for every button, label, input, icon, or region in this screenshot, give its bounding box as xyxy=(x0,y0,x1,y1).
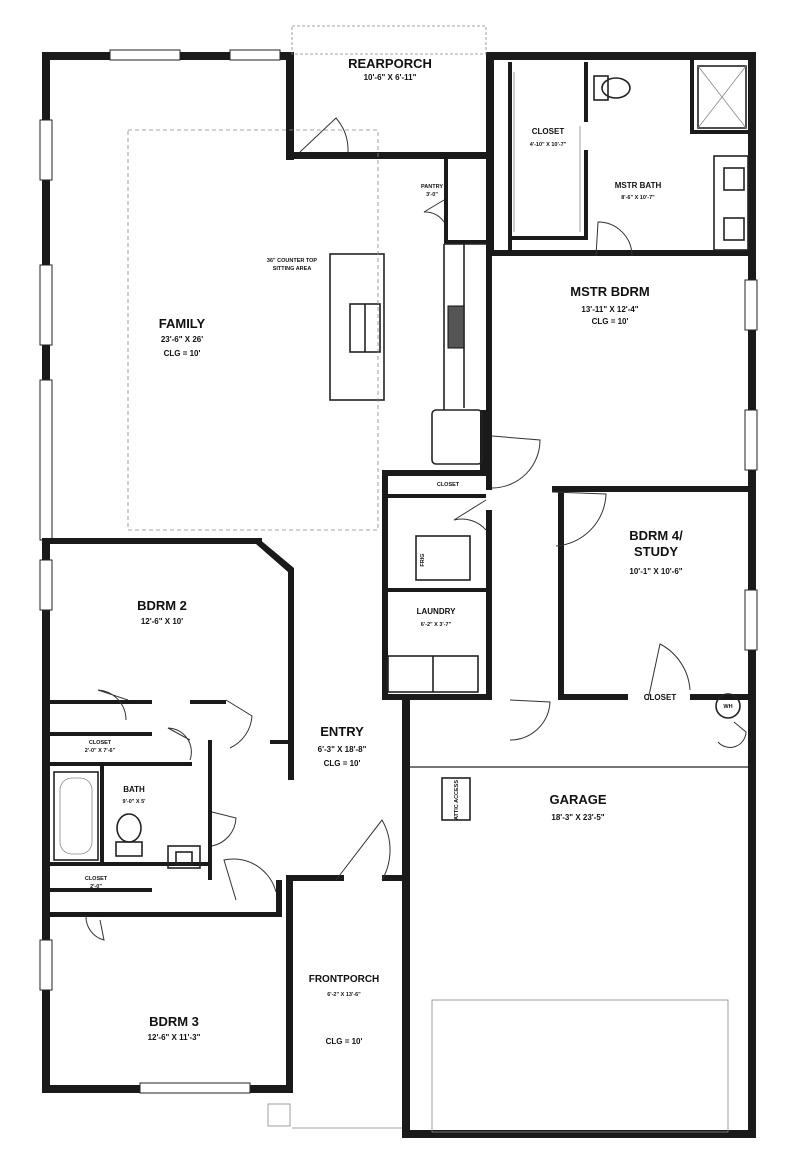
bedroom4-name-line2: STUDY xyxy=(634,544,678,559)
study-closet-name: CLOSET xyxy=(644,693,677,702)
laundry-name: LAUNDRY xyxy=(417,607,456,616)
fridge-label: FRIG xyxy=(420,553,426,566)
fixtures xyxy=(53,65,749,1133)
garage-size: 18'-3" X 23'-5" xyxy=(551,813,604,822)
bedroom3-closet-size: 2'-0" xyxy=(90,884,102,890)
master-bedroom-size: 13'-11" X 12'-4" xyxy=(581,305,638,314)
bedroom3-name: BDRM 3 xyxy=(149,1014,199,1029)
rear-porch-size: 10'-6" X 6'-11" xyxy=(364,73,417,82)
bedroom2-closet-size: 2'-0" X 7'-6" xyxy=(85,748,116,754)
garage-name: GARAGE xyxy=(549,792,606,807)
bedroom3-closet-name: CLOSET xyxy=(85,876,108,882)
bedroom2-size: 12'-6" X 10' xyxy=(141,617,183,626)
doors xyxy=(85,117,747,941)
rear-porch-name: REARPORCH xyxy=(348,56,432,71)
attic-access-label: ATTIC ACCESS xyxy=(454,780,460,820)
entry-clg: CLG = 10' xyxy=(324,759,361,768)
laundry-size: 6'-2" X 3'-7" xyxy=(421,622,452,628)
countertop-note-line2: SITTING AREA xyxy=(273,266,312,272)
master-closet-name: CLOSET xyxy=(532,127,565,136)
entry-size: 6'-3" X 18'-8" xyxy=(318,745,367,754)
front-porch-clg: CLG = 10' xyxy=(326,1037,363,1046)
master-bath-name: MSTR BATH xyxy=(615,181,662,190)
bedroom3-size: 12'-6" X 11'-3" xyxy=(148,1033,201,1042)
entry-name: ENTRY xyxy=(320,724,364,739)
exterior-walls xyxy=(42,52,756,1138)
family-name: FAMILY xyxy=(159,316,206,331)
bath-size: 9'-0" X 5' xyxy=(123,799,147,805)
master-closet-size: 4'-10" X 10'-7" xyxy=(530,142,567,148)
countertop-note-line1: 36" COUNTER TOP xyxy=(267,258,318,264)
hall-closet-name: CLOSET xyxy=(437,482,460,488)
interior-walls xyxy=(42,60,756,917)
family-clg: CLG = 10' xyxy=(164,349,201,358)
front-porch-name: FRONTPORCH xyxy=(309,974,380,985)
bedroom4-name-line1: BDRM 4/ xyxy=(629,528,683,543)
bedroom2-closet-name: CLOSET xyxy=(89,740,112,746)
pantry-size: 3'-0" xyxy=(426,192,438,198)
master-bath-size: 8'-6" X 10'-7" xyxy=(621,195,655,201)
master-bedroom-clg: CLG = 10' xyxy=(592,317,629,326)
room-labels: REARPORCH 10'-6" X 6'-11" CLOSET 4'-10" … xyxy=(85,56,733,1046)
bedroom4-size: 10'-1" X 10'-6" xyxy=(629,567,682,576)
bath-name: BATH xyxy=(123,785,145,794)
family-size: 23'-6" X 26' xyxy=(161,335,203,344)
bedroom2-name: BDRM 2 xyxy=(137,598,187,613)
master-bedroom-name: MSTR BDRM xyxy=(570,284,649,299)
pantry-name: PANTRY xyxy=(421,184,443,190)
water-heater-label: WH xyxy=(723,704,732,710)
front-porch-size: 6'-2" X 13'-6" xyxy=(327,992,361,998)
